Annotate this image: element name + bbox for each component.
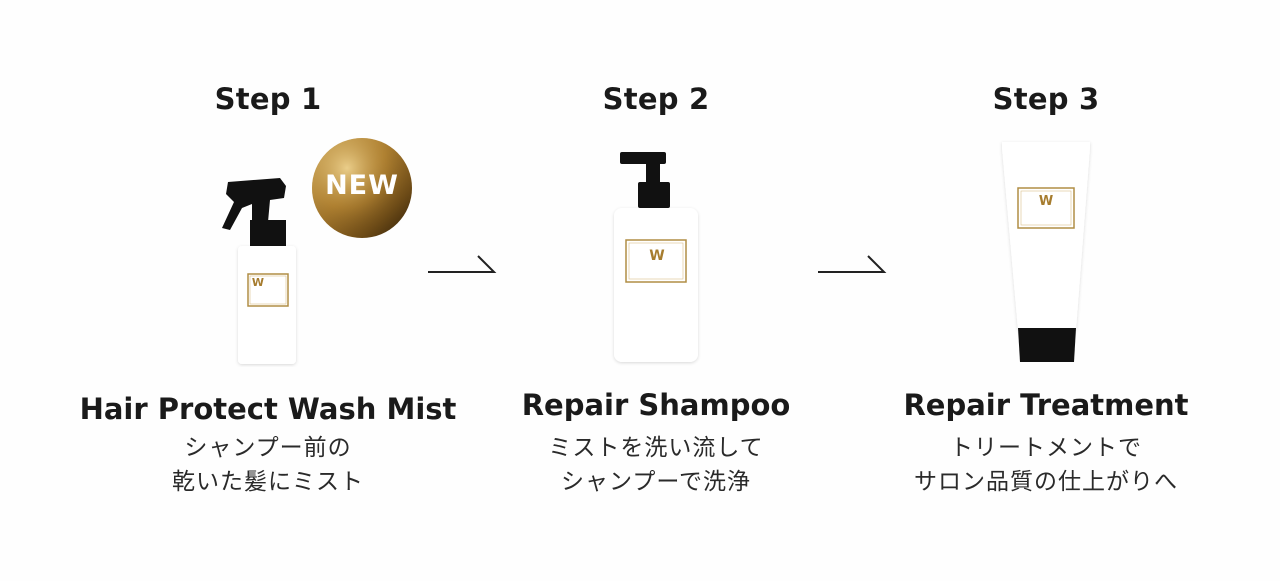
- step-1: Step 1 W: [68, 0, 468, 581]
- step-1-desc-line2: 乾いた髪にミスト: [172, 469, 364, 495]
- treatment-tube-image: [1002, 142, 1090, 362]
- new-badge: [312, 138, 412, 238]
- step-3-desc-line1: トリートメントで: [950, 435, 1142, 461]
- step-1-desc-line1: シャンプー前の: [184, 435, 352, 461]
- wash-mist-bottle-image: [222, 178, 296, 364]
- arrow-right-icon: [428, 255, 497, 273]
- step-2-label: Step 2: [602, 82, 710, 116]
- step-2: Step 2 W Repair Shampoo ミストを洗い流して シャンプーで…: [456, 0, 856, 581]
- step-2-desc-line2: シャンプーで洗浄: [561, 469, 751, 495]
- shampoo-logo-mark: W: [649, 248, 665, 264]
- step-2-desc-line1: ミストを洗い流して: [548, 435, 764, 461]
- step-1-title: Hair Protect Wash Mist: [79, 392, 457, 426]
- treatment-logo-mark: W: [1038, 194, 1054, 209]
- step-3: Step 3 W Repair Treatment トリートメントで サロン品質…: [846, 0, 1246, 581]
- step-2-title: Repair Shampoo: [521, 388, 791, 422]
- step-3-label: Step 3: [992, 82, 1100, 116]
- step-3-title: Repair Treatment: [903, 388, 1189, 422]
- new-badge-text: NEW: [325, 170, 399, 201]
- arrow-right-icon: [818, 255, 887, 273]
- step-1-label: Step 1: [214, 82, 322, 116]
- shampoo-bottle-image: [614, 152, 698, 362]
- wash-mist-logo-mark: W: [251, 276, 265, 289]
- step-3-desc-line2: サロン品質の仕上がりへ: [914, 469, 1178, 495]
